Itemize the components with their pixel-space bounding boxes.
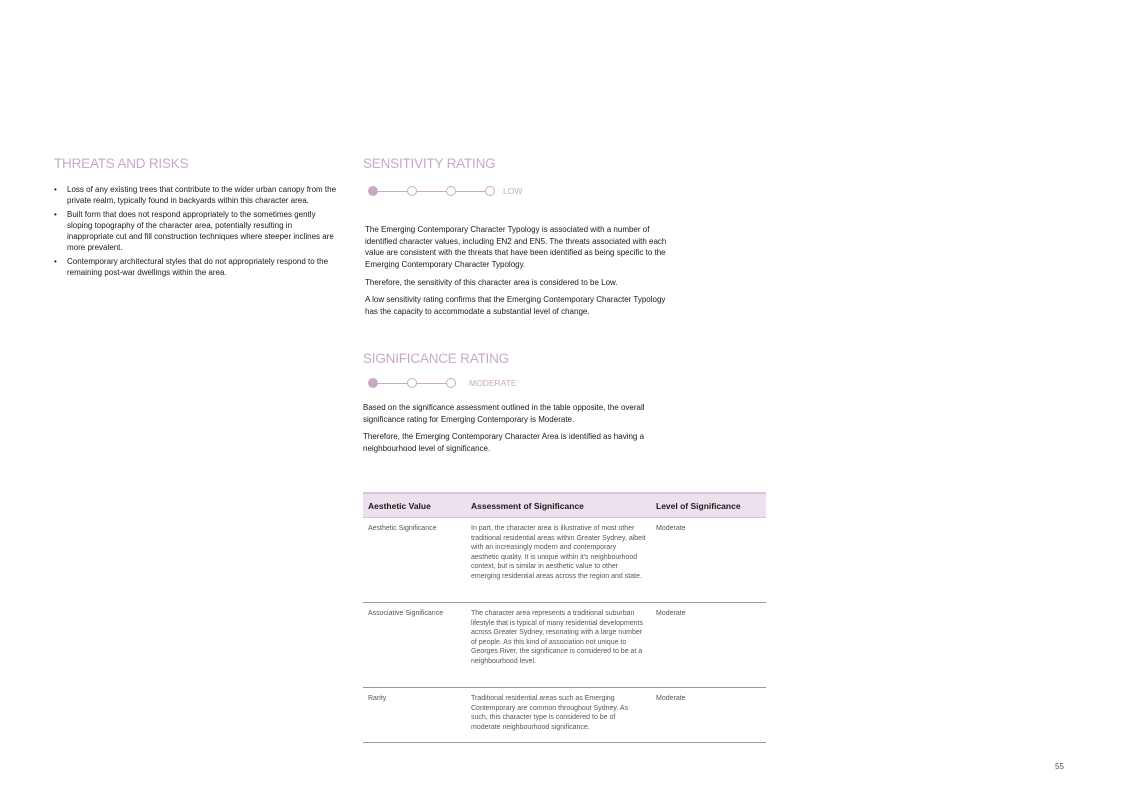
list-item: Loss of any existing trees that contribu… — [54, 184, 340, 206]
scale-dot-filled — [368, 378, 378, 388]
column-header: Aesthetic Value — [363, 492, 466, 518]
significance-rating-label: MODERATE — [469, 378, 517, 388]
table-cell: The character area represents a traditio… — [466, 602, 651, 688]
column-header: Level of Significance — [651, 492, 766, 518]
table-row: Rarity Traditional residential areas suc… — [363, 687, 766, 743]
scale-dot-filled — [368, 186, 378, 196]
column-header: Assessment of Significance — [466, 492, 651, 518]
threats-list: Loss of any existing trees that contribu… — [54, 184, 340, 281]
threats-heading: THREATS AND RISKS — [54, 156, 189, 171]
scale-connector — [417, 383, 446, 384]
scale-connector — [378, 191, 407, 192]
sensitivity-paragraph: A low sensitivity rating confirms that t… — [365, 295, 666, 316]
table-cell: Moderate — [651, 602, 766, 688]
table-cell: Moderate — [651, 517, 766, 603]
significance-table: Aesthetic Value Assessment of Significan… — [363, 492, 766, 743]
scale-connector — [417, 191, 446, 192]
list-item: Contemporary architectural styles that d… — [54, 256, 340, 278]
significance-paragraph: Based on the significance assessment out… — [363, 403, 645, 424]
table-cell: Traditional residential areas such as Em… — [466, 687, 651, 743]
scale-dot-empty — [485, 186, 495, 196]
scale-dot-empty — [407, 186, 417, 196]
sensitivity-paragraph: Therefore, the sensitivity of this chara… — [365, 278, 618, 287]
scale-connector — [378, 383, 407, 384]
table-header-row: Aesthetic Value Assessment of Significan… — [363, 492, 766, 518]
list-item: Built form that does not respond appropr… — [54, 209, 340, 253]
significance-scale — [368, 378, 458, 389]
table-cell: Associative Significance — [363, 602, 466, 688]
scale-dot-empty — [446, 378, 456, 388]
sensitivity-scale — [368, 186, 496, 197]
sensitivity-heading: SENSITIVITY RATING — [363, 156, 496, 171]
table-cell: In part, the character area is illustrat… — [466, 517, 651, 603]
scale-dot-empty — [446, 186, 456, 196]
sensitivity-paragraph: The Emerging Contemporary Character Typo… — [365, 225, 667, 269]
table-cell: Aesthetic Significance — [363, 517, 466, 603]
scale-connector — [456, 191, 485, 192]
page-number: 55 — [1055, 762, 1064, 771]
sensitivity-rating-label: LOW — [503, 186, 523, 196]
significance-heading: SIGNIFICANCE RATING — [363, 351, 509, 366]
table-row: Aesthetic Significance In part, the char… — [363, 517, 766, 603]
table-cell: Rarity — [363, 687, 466, 743]
significance-paragraph: Therefore, the Emerging Contemporary Cha… — [363, 432, 645, 453]
scale-dot-empty — [407, 378, 417, 388]
table-row: Associative Significance The character a… — [363, 602, 766, 688]
table-cell: Moderate — [651, 687, 766, 743]
